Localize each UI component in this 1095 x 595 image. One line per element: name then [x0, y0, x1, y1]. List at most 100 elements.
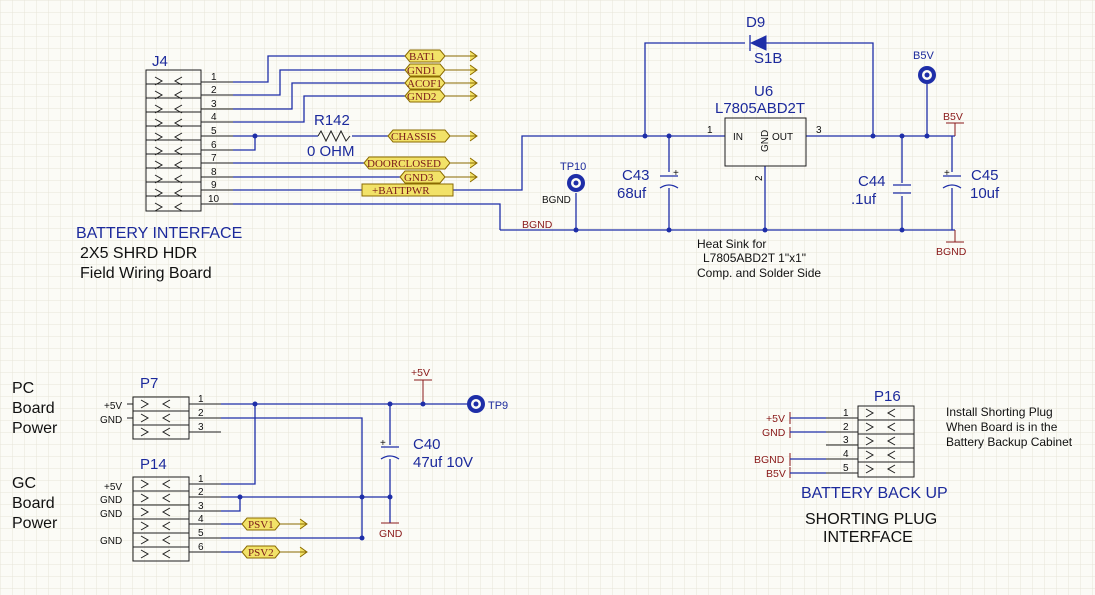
- net-flag-gnd3[interactable]: GND3: [399, 170, 478, 184]
- regulator-u6[interactable]: U6 L7805ABD2T IN OUT GND 1 2 3: [707, 83, 822, 181]
- plus5v-port-label: +5V: [411, 367, 430, 379]
- svg-text:GND2: GND2: [407, 91, 436, 103]
- net-flag-acof1[interactable]: ACOF1: [404, 76, 478, 90]
- bgnd-power-port: [946, 230, 964, 243]
- shorting-iface-line1: SHORTING PLUG: [805, 511, 937, 528]
- svg-text:1: 1: [707, 125, 713, 136]
- svg-text:5: 5: [198, 528, 204, 539]
- c45-designator: C45: [971, 167, 999, 184]
- connector-j4[interactable]: J4 1 2 3 4 5 6 7 8 9 10: [145, 53, 233, 212]
- gc-power-label-2: Board: [12, 495, 55, 512]
- svg-text:+5V: +5V: [104, 482, 122, 493]
- test-point-b5v[interactable]: B5V: [913, 50, 936, 84]
- j4-pin-4: 4: [211, 112, 217, 123]
- d9-designator: D9: [746, 14, 765, 31]
- test-point-tp10[interactable]: TP10 BGND: [542, 161, 586, 206]
- c43-designator: C43: [622, 167, 650, 184]
- svg-text:GND1: GND1: [407, 65, 436, 77]
- j4-pin-6: 6: [211, 140, 217, 151]
- resistor-r142[interactable]: R142 0 OHM: [307, 112, 355, 160]
- svg-text:6: 6: [198, 542, 204, 553]
- connector-p16[interactable]: P16 1 2 3 4 5 +5V GND BGND B5V: [754, 388, 915, 480]
- c44-value: .1uf: [851, 191, 877, 208]
- r142-value: 0 OHM: [307, 143, 355, 160]
- connector-p7[interactable]: P7 1 2 3 +5V GND: [100, 375, 221, 440]
- heatsink-note-line3: Comp. and Solder Side: [697, 266, 821, 280]
- net-flag-gnd1[interactable]: GND1: [404, 63, 478, 77]
- battery-backup-title: BATTERY BACK UP: [801, 485, 948, 502]
- net-flag-battpwr[interactable]: +BATTPWR: [361, 183, 454, 197]
- svg-text:ACOF1: ACOF1: [407, 78, 442, 90]
- p14-designator: P14: [140, 456, 167, 473]
- net-flag-chassis[interactable]: CHASSIS: [387, 129, 478, 143]
- svg-text:B5V: B5V: [766, 468, 786, 480]
- svg-text:4: 4: [843, 449, 849, 460]
- net-flag-psv2[interactable]: PSV2: [241, 545, 308, 559]
- capacitor-c40[interactable]: + C40 47uf 10V: [380, 436, 473, 471]
- svg-text:BAT1: BAT1: [409, 51, 435, 63]
- capacitor-c43[interactable]: + C43 68uf: [617, 167, 679, 202]
- c40-value: 47uf 10V: [413, 454, 473, 471]
- connector-p14[interactable]: P14 1 2 3 4 5 6 +5V GND GND GND: [100, 456, 221, 562]
- diode-d9[interactable]: D9 S1B: [746, 14, 782, 67]
- heatsink-note-line1: Heat Sink for: [697, 237, 766, 251]
- u6-body: [724, 117, 807, 167]
- gc-power-label-3: Power: [12, 515, 58, 532]
- svg-text:GND: GND: [762, 427, 786, 439]
- tp9-designator: TP9: [488, 400, 508, 412]
- p16-designator: P16: [874, 388, 901, 405]
- c43-value: 68uf: [617, 185, 647, 202]
- bgnd-port-label: BGND: [936, 246, 967, 258]
- u6-designator: U6: [754, 83, 773, 100]
- j4-pin-3: 3: [211, 99, 217, 110]
- svg-text:+5V: +5V: [766, 413, 785, 425]
- test-point-tp9[interactable]: TP9: [467, 395, 508, 413]
- svg-text:PSV1: PSV1: [248, 519, 274, 531]
- svg-text:3: 3: [816, 125, 822, 136]
- pc-power-label-1: PC: [12, 380, 34, 397]
- shorting-note-line2: When Board is in the: [946, 420, 1058, 434]
- svg-text:3: 3: [198, 501, 204, 512]
- gnd-port-label: GND: [379, 528, 403, 540]
- gc-power-label-1: GC: [12, 475, 36, 492]
- net-flag-psv1[interactable]: PSV1: [241, 517, 308, 531]
- pc-power-label-2: Board: [12, 400, 55, 417]
- shorting-note-line1: Install Shorting Plug: [946, 405, 1053, 419]
- capacitor-c44[interactable]: C44 .1uf: [851, 173, 911, 208]
- svg-text:+: +: [380, 438, 386, 449]
- j4-pin-9: 9: [211, 180, 217, 191]
- p7-designator: P7: [140, 375, 158, 392]
- j4-pin-8: 8: [211, 167, 217, 178]
- j4-pin-5: 5: [211, 126, 217, 137]
- tp10-net: BGND: [542, 195, 571, 206]
- plus5v-power-port: [414, 379, 432, 404]
- shorting-iface-line2: INTERFACE: [823, 529, 913, 546]
- svg-text:4: 4: [198, 514, 204, 525]
- j4-body: [145, 69, 233, 212]
- svg-text:1: 1: [198, 474, 204, 485]
- net-flag-doorclosed[interactable]: DOORCLOSED: [363, 156, 478, 170]
- svg-text:2: 2: [754, 175, 765, 181]
- c45-value: 10uf: [970, 185, 1000, 202]
- svg-text:+5V: +5V: [104, 401, 122, 412]
- tp10-designator: TP10: [560, 161, 586, 173]
- net-flag-bat1[interactable]: BAT1: [404, 49, 478, 63]
- svg-text:2: 2: [843, 422, 849, 433]
- svg-text:3: 3: [198, 422, 204, 433]
- d9-value: S1B: [754, 50, 782, 67]
- svg-text:GND: GND: [760, 130, 771, 152]
- svg-text:1: 1: [843, 408, 849, 419]
- j4-pin-2: 2: [211, 85, 217, 96]
- svg-text:DOORCLOSED: DOORCLOSED: [367, 158, 441, 170]
- capacitor-c45[interactable]: + C45 10uf: [942, 167, 1000, 202]
- svg-text:1: 1: [198, 394, 204, 405]
- j4-desc-line1: 2X5 SHRD HDR: [80, 245, 197, 262]
- j4-pin-1: 1: [211, 72, 217, 83]
- bgnd-net-label: BGND: [522, 219, 553, 231]
- r142-designator: R142: [314, 112, 350, 129]
- svg-text:OUT: OUT: [772, 132, 793, 143]
- c40-designator: C40: [413, 436, 441, 453]
- net-flag-gnd2[interactable]: GND2: [404, 89, 478, 103]
- j4-desc-line2: Field Wiring Board: [80, 265, 212, 282]
- b5v-tp-label: B5V: [913, 50, 934, 62]
